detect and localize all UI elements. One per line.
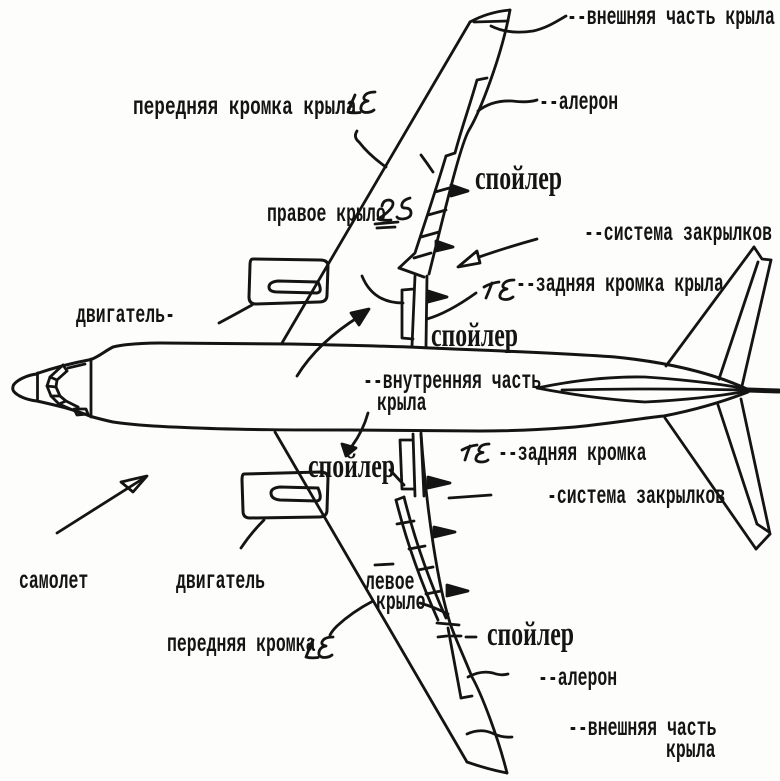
svg-text:--внутренняя часть: --внутренняя часть <box>363 368 541 396</box>
svg-text:спойлер: спойлер <box>431 317 518 354</box>
svg-text:--алерон: --алерон <box>539 89 618 117</box>
svg-text:--алерон: --алерон <box>538 665 617 693</box>
svg-text:спойлер: спойлер <box>308 448 395 485</box>
svg-text:передняя кромка крыла: передняя кромка крыла <box>133 93 357 122</box>
svg-text:спойлер: спойлер <box>475 160 562 197</box>
svg-text:--внешняя часть крыла: --внешняя часть крыла <box>567 4 775 32</box>
svg-text:левое: левое <box>365 569 414 597</box>
svg-text:крыло: крыло <box>376 589 425 617</box>
svg-text:--система закрылков: --система закрылков <box>584 220 772 248</box>
svg-text:--задняя кромка: --задняя кромка <box>498 440 647 468</box>
svg-text:--внешняя часть: --внешняя часть <box>568 715 716 743</box>
svg-text:крыла: крыла <box>377 390 427 418</box>
svg-text:двигатель-: двигатель- <box>76 302 175 330</box>
svg-text:-система закрылков: -система закрылков <box>547 483 725 511</box>
svg-text:крыла: крыла <box>666 737 716 765</box>
svg-text:двигатель: двигатель <box>176 568 265 596</box>
svg-text:самолет: самолет <box>19 568 88 596</box>
svg-text:правое крыло: правое крыло <box>267 201 386 229</box>
svg-text:спойлер: спойлер <box>487 616 574 653</box>
svg-text:передняя кромка: передняя кромка <box>167 631 316 659</box>
svg-text:--задняя кромка крыла: --задняя кромка крыла <box>516 271 724 299</box>
